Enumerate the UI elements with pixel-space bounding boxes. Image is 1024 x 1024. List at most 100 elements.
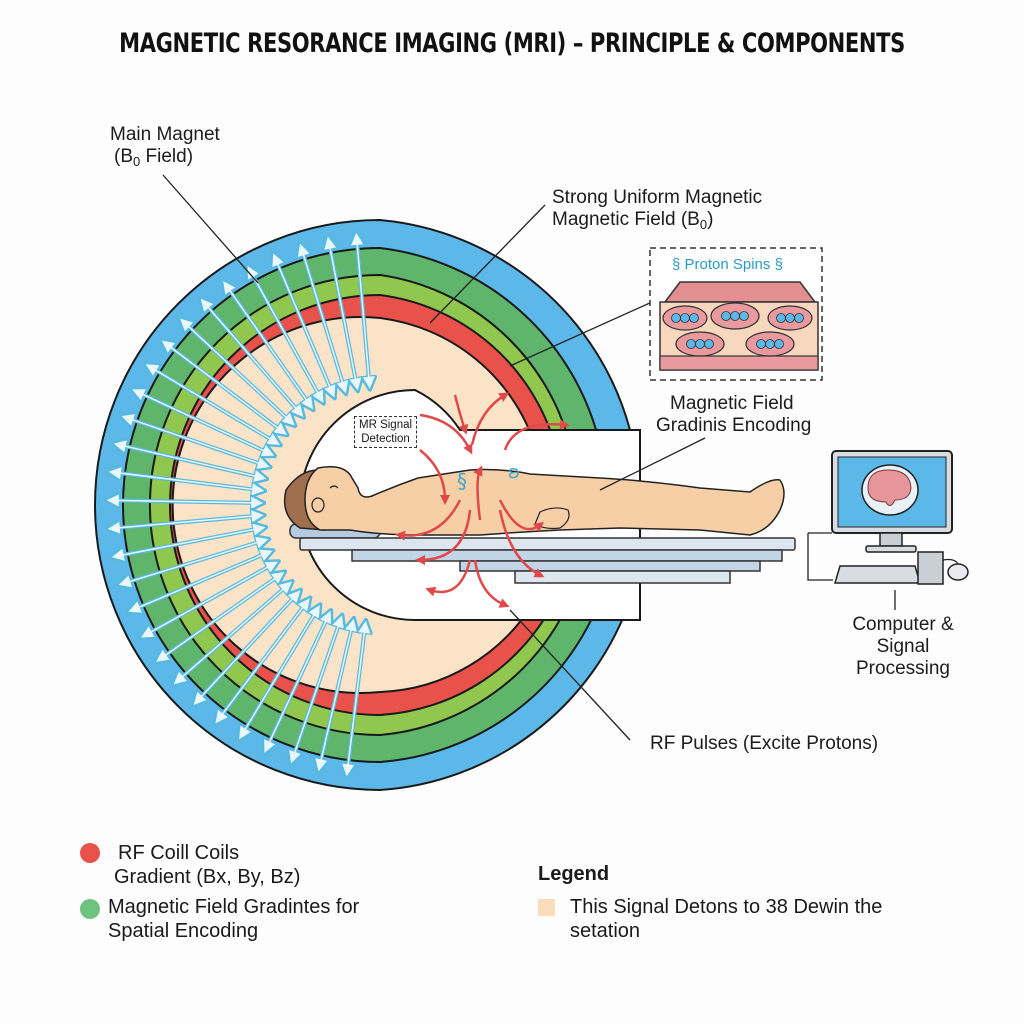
legend-text: This Signal Detons to 38 Dewin the [570,896,883,918]
proton-nucleus [756,339,766,349]
leader-proton-spins [509,301,653,367]
proton-spins-title: § Proton Spins § [672,256,783,273]
legend-swatch-rf-coil [80,843,100,863]
spin-icon: ʚ [508,462,520,483]
rf-arrow [503,419,570,451]
label-rf-pulses: RF Pulses (Excite Protons) [650,733,879,754]
patient-body [304,466,785,536]
patient-table [289,523,796,584]
text: Magnetic Field (B [552,209,700,230]
computer-line3: Processing [856,658,950,679]
table-support [514,570,731,584]
spin-icon: § [770,256,783,273]
patient-eye [329,485,339,489]
proton-nucleus [730,311,740,321]
rf-arrow [473,559,510,608]
legend-text: RF Coill Coils [118,842,240,864]
label-computer: Computer & Signal Processing [838,614,968,680]
rf-arrow [453,394,469,435]
mouse-icon [947,563,969,581]
legend-text: Magnetic Field Gradintes for [108,896,360,918]
keyboard-icon [833,565,922,584]
proton-nucleus [794,313,804,323]
legend-item-rf-coil: RF Coill Coils Gradient (Bx, By, Bz) [114,841,300,889]
legend-text: setation [570,920,641,942]
proton-nucleus [695,339,705,349]
patient-ear [311,497,325,513]
leader-strong-field [429,204,546,324]
strong-field-line1: Strong Uniform Magnetic [552,187,763,208]
gradient-line2: Gradinis Encoding [656,415,812,436]
mouse-cable [942,558,959,565]
leader-main-magnet [162,174,259,284]
main-magnet-line1: Main Magnet [110,124,220,145]
leader-computer-a [807,533,833,581]
proton-nucleus [689,313,699,323]
monitor-base [865,545,917,553]
main-magnet-line2: (B0 Field) [110,146,220,173]
rf-arrow [498,499,545,532]
brain-icon [867,469,912,506]
proton-nucleus [765,339,775,349]
field-arrow [113,471,260,491]
proton-spins-panel [649,247,823,381]
mr-signal-line1: MR Signal [359,419,413,431]
label-strong-uniform-field: Strong Uniform Magnetic Magnetic Field (… [552,187,762,236]
proton-nucleus [774,339,784,349]
mr-signal-detection-box: MR Signal Detection [354,416,418,448]
diagram-title: MAGNETIC RESORANCE IMAGING (MRI) – PRINC… [119,28,905,59]
rf-arrow [473,465,483,521]
rf-arrow [425,559,472,597]
legend-swatch-signal [538,899,555,916]
leader-gradient-encoding [599,437,706,491]
tissue-cells [662,302,813,357]
proton-nucleus [680,313,690,323]
tissue-top [663,281,817,303]
spin-icon: § [457,469,467,493]
legend-text: Gradient (Bx, By, Bz) [114,866,301,888]
patient-figure [283,466,785,536]
leader-lines [162,174,896,741]
legend-swatch-gradient [80,899,100,919]
proton-nucleus [671,313,681,323]
text: Field) [140,146,194,167]
proton-spins-text: Proton Spins [684,256,771,273]
mr-signal-line2: Detection [361,433,410,445]
rf-arrow [470,392,510,446]
rf-arrow [415,509,472,565]
proton-nucleus [721,311,731,321]
table-base [459,560,761,572]
label-main-magnet: Main Magnet (B0 Field) [110,124,220,173]
proton-nucleus [739,311,749,321]
cpu-unit [917,551,944,585]
field-arrow [346,625,366,772]
proton-nucleus [785,313,795,323]
label-gradient-encoding: Magnetic Field Gradinis Encoding [656,393,811,437]
rf-arrow [419,413,473,455]
spin-icon: § [672,256,685,273]
computer-line2: Signal [876,636,930,657]
strong-field-line2: Magnetic Field (B0) [552,209,762,236]
field-arrow [112,499,259,504]
table-top [299,537,796,551]
computer-line1: Computer & [852,614,954,635]
rf-arrow [395,499,462,541]
gradient-line1: Magnetic Field [670,393,794,414]
b0-field-arrows [112,238,369,771]
subscript: 0 [133,154,141,169]
spin-symbols: § ʚ [457,462,520,493]
table-mid [351,549,783,562]
tissue-base [659,355,819,371]
proton-nucleus [704,339,714,349]
legend-item-gradient: Magnetic Field Gradintes for Spatial Enc… [108,895,359,943]
rf-arrow [419,449,450,505]
rf-pulse-arrows [395,392,570,608]
proton-nucleus [776,313,786,323]
text: ) [707,209,714,230]
legend-heading: Legend [538,863,610,885]
subscript: 0 [699,217,708,232]
legend-text: Spatial Encoding [108,920,259,942]
leader-rf-pulses [509,609,631,741]
rf-arrow [498,509,545,578]
